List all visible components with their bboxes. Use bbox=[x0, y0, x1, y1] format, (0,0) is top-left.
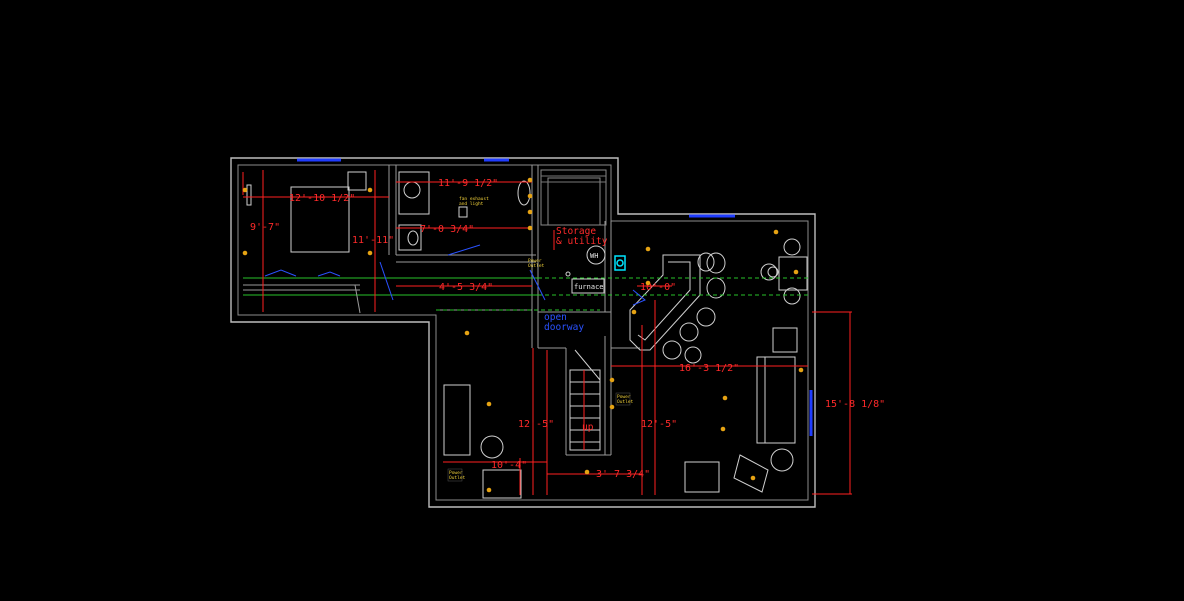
light bbox=[631, 309, 637, 315]
office-furniture bbox=[443, 384, 522, 499]
light bbox=[486, 487, 492, 493]
exhaust-fan bbox=[458, 206, 468, 218]
door-swings bbox=[264, 244, 646, 314]
table bbox=[778, 256, 808, 291]
dim-bar: 10'-0" bbox=[640, 282, 676, 293]
stool-4 bbox=[696, 307, 716, 327]
toilet bbox=[407, 230, 419, 246]
shower bbox=[398, 171, 430, 215]
outlet-2b-label: Outlet bbox=[449, 475, 466, 481]
bed bbox=[290, 186, 350, 253]
stair-up-label: up bbox=[582, 422, 594, 433]
storage-shelving bbox=[540, 169, 607, 226]
dim-bath-depth: 7'-0 3/4" bbox=[420, 224, 474, 235]
nightstand bbox=[347, 171, 367, 191]
dim-office-height: 12'-5" bbox=[518, 419, 554, 430]
light bbox=[720, 426, 726, 432]
light bbox=[793, 269, 799, 275]
ductwork bbox=[243, 277, 808, 311]
light bbox=[486, 401, 492, 407]
light bbox=[722, 395, 728, 401]
bath-fan-label-1: fan exhaust bbox=[459, 196, 489, 202]
dimension-lines bbox=[242, 170, 852, 495]
light bbox=[584, 469, 590, 475]
stool-6 bbox=[662, 340, 682, 360]
light bbox=[609, 377, 615, 383]
cabinet bbox=[482, 469, 522, 499]
dim-bedroom-depth: 9'-7" bbox=[250, 222, 280, 233]
outlet-1b-label: Outlet bbox=[617, 399, 634, 405]
vanity-sink bbox=[517, 180, 531, 206]
exterior-walls bbox=[230, 157, 816, 508]
recessed-lights bbox=[242, 177, 804, 493]
stool-1 bbox=[697, 252, 715, 272]
armchair bbox=[684, 461, 720, 493]
light bbox=[609, 404, 615, 410]
utility-equipment: WH furnace bbox=[565, 245, 626, 294]
water-heater bbox=[586, 245, 606, 265]
outlet-1-label: Power bbox=[617, 394, 631, 400]
light bbox=[527, 193, 533, 199]
rec-seating bbox=[684, 327, 798, 493]
light bbox=[773, 229, 779, 235]
sump-pump bbox=[614, 255, 626, 271]
doorway-label: doorway bbox=[544, 322, 584, 333]
open-label: open bbox=[544, 312, 567, 323]
chair-3 bbox=[783, 287, 801, 305]
light bbox=[750, 475, 756, 481]
light bbox=[464, 330, 470, 336]
dim-stair-gap: 3'-7 3/4" bbox=[596, 469, 650, 480]
bar-area bbox=[629, 252, 726, 364]
light bbox=[645, 280, 651, 286]
water-heater-label: WH bbox=[590, 252, 598, 260]
light bbox=[527, 177, 533, 183]
dim-overall-right: 15'-8 1/8" bbox=[825, 399, 885, 410]
sink bbox=[403, 181, 421, 199]
furnace bbox=[571, 278, 605, 294]
sofa bbox=[756, 356, 796, 444]
windows bbox=[297, 158, 813, 436]
light bbox=[367, 250, 373, 256]
dim-rec-height: 12'-5" bbox=[641, 419, 677, 430]
dim-rec-width: 16'-3 1/2" bbox=[679, 363, 739, 374]
storage-label: Storage bbox=[556, 226, 596, 237]
furnace-label: furnace bbox=[574, 283, 604, 291]
outlet-2-label: Power bbox=[449, 470, 463, 476]
game-table bbox=[760, 238, 808, 305]
side-table bbox=[770, 448, 794, 472]
dim-hall-width: 4'-5 3/4" bbox=[439, 282, 493, 293]
dim-office-width: 10'-4" bbox=[491, 460, 527, 471]
light bbox=[242, 250, 248, 256]
office-chair bbox=[480, 435, 504, 459]
chair-1 bbox=[783, 238, 801, 256]
utility-label: & utility bbox=[556, 236, 608, 247]
dim-bath-width: 11'-9 1/2" bbox=[438, 178, 498, 189]
dim-hall-height: 11'-11" bbox=[352, 235, 394, 246]
dim-bedroom-width: 12'-10 1/2" bbox=[289, 193, 355, 204]
outlet-3b-label: Outlet bbox=[528, 263, 545, 269]
dimension-labels: 12'-10 1/2" 9'-7" 11'-11" 11'-9 1/2" 7'-… bbox=[250, 178, 885, 480]
outlet-3-label: Power bbox=[528, 258, 542, 264]
light bbox=[645, 246, 651, 252]
light bbox=[242, 187, 248, 193]
light bbox=[367, 187, 373, 193]
bath-fixtures: fan exhaust and light bbox=[398, 171, 531, 251]
stool-2 bbox=[706, 252, 726, 274]
chair-2 bbox=[760, 263, 778, 281]
stairs: up bbox=[569, 349, 601, 451]
stool-5 bbox=[679, 322, 699, 342]
desk bbox=[443, 384, 471, 456]
light bbox=[527, 225, 533, 231]
power-outlets: Power Outlet Power Outlet Power Outlet bbox=[447, 258, 634, 482]
toilet-area bbox=[398, 224, 422, 251]
bath-fan-label-2: and light bbox=[459, 201, 484, 207]
bedroom-furniture bbox=[246, 171, 367, 253]
recliner bbox=[733, 454, 769, 493]
light bbox=[527, 209, 533, 215]
light bbox=[798, 367, 804, 373]
end-table bbox=[772, 327, 798, 353]
